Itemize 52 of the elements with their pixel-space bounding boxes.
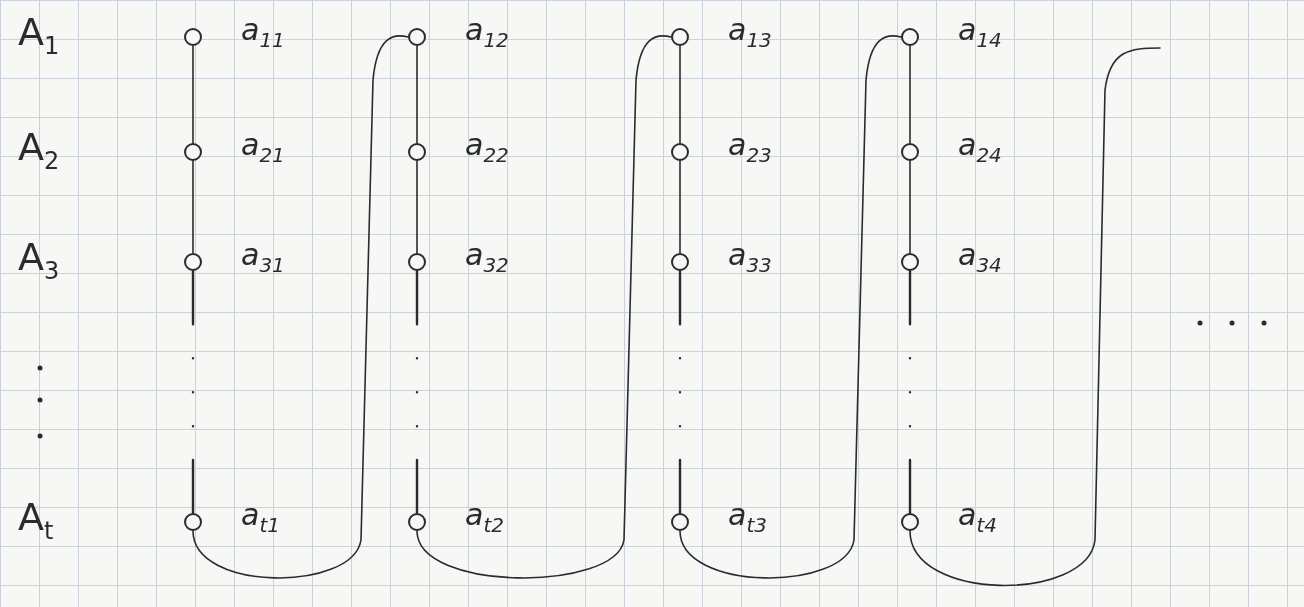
node-label: a$_{22}$ xyxy=(465,130,509,165)
node-label: a$_{t2}$ xyxy=(465,500,504,535)
circle-node xyxy=(408,513,426,531)
node-label: a$_{13}$ xyxy=(728,15,772,50)
circle-node xyxy=(901,28,919,46)
row-label: A$_{t}$ xyxy=(18,498,54,543)
circle-node xyxy=(671,513,689,531)
circle-node xyxy=(184,28,202,46)
circle-node xyxy=(408,28,426,46)
row-label: A$_{3}$ xyxy=(18,238,60,283)
circle-node xyxy=(408,253,426,271)
connector-line xyxy=(192,45,194,144)
node-label: a$_{34}$ xyxy=(958,240,1002,275)
node-label: a$_{21}$ xyxy=(241,130,285,165)
connector-line xyxy=(416,45,418,144)
node-label: a$_{12}$ xyxy=(465,15,509,50)
circle-node xyxy=(184,253,202,271)
connector-line xyxy=(679,45,681,144)
node-label: a$_{24}$ xyxy=(958,130,1002,165)
circle-node xyxy=(901,253,919,271)
circle-node xyxy=(408,143,426,161)
circle-node xyxy=(901,143,919,161)
circle-node xyxy=(184,143,202,161)
row-label: A$_{1}$ xyxy=(18,13,60,58)
circle-node xyxy=(901,513,919,531)
node-label: a$_{32}$ xyxy=(465,240,509,275)
node-label: a$_{31}$ xyxy=(241,240,285,275)
row-label: A$_{2}$ xyxy=(18,128,60,173)
connector-line xyxy=(416,160,418,254)
circle-node xyxy=(671,28,689,46)
connector-line xyxy=(678,269,682,515)
node-label: a$_{t3}$ xyxy=(728,500,767,535)
connector-line xyxy=(909,45,911,144)
connector-line xyxy=(909,160,911,254)
connector-line xyxy=(415,269,419,515)
node-label: a$_{14}$ xyxy=(958,15,1002,50)
node-label: a$_{33}$ xyxy=(728,240,772,275)
node-label: a$_{23}$ xyxy=(728,130,772,165)
connector-line xyxy=(191,269,195,515)
node-label: a$_{11}$ xyxy=(241,15,285,50)
curved-connector xyxy=(192,35,409,579)
curved-connector xyxy=(679,35,902,579)
connector-line xyxy=(679,160,681,254)
circle-node xyxy=(184,513,202,531)
node-label: a$_{t1}$ xyxy=(241,500,280,535)
connector-line xyxy=(908,269,912,515)
curved-connector xyxy=(909,47,1161,587)
connector-line xyxy=(192,160,194,254)
circle-node xyxy=(671,143,689,161)
node-label: a$_{t4}$ xyxy=(958,500,997,535)
circle-node xyxy=(671,253,689,271)
curved-connector xyxy=(416,35,672,579)
